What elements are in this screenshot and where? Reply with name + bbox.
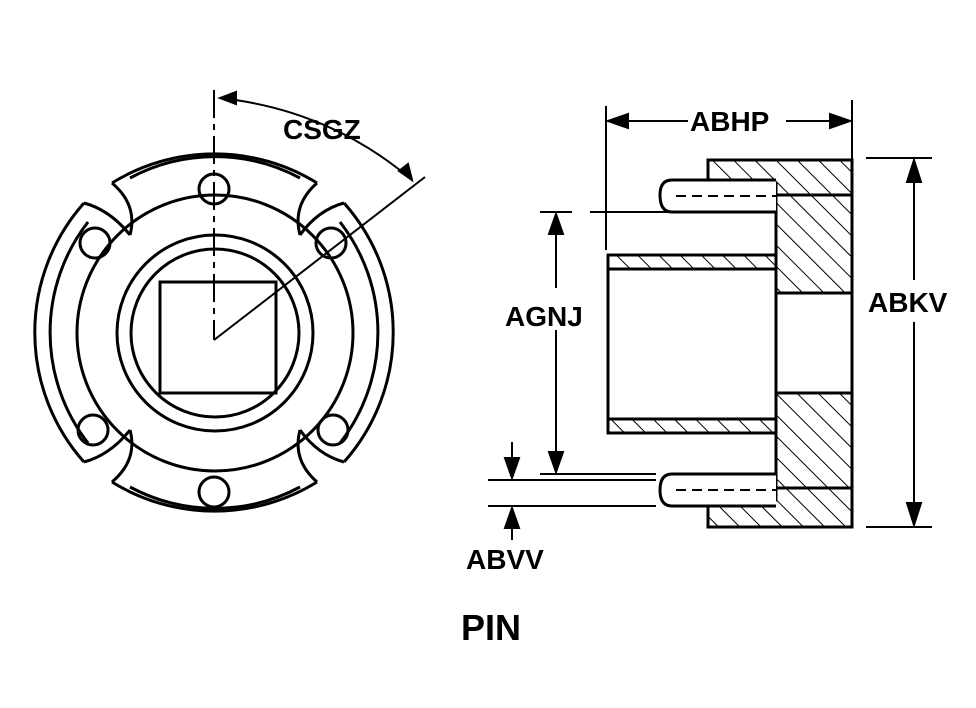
label-abhp: ABHP [690,106,769,137]
hub-wall-top [606,253,778,271]
flange-notches [83,181,345,484]
dimension-abvv [488,442,656,540]
dimension-agnj [540,210,668,476]
pin-bottom [658,472,776,508]
label-abkv: ABKV [868,287,948,318]
side-section-view [606,158,854,529]
label-abvv: ABVV [466,544,544,575]
hub-wall-bottom [606,417,778,435]
square-bore [158,280,278,395]
angle-dimension-csgz [213,90,426,341]
pin-top [658,178,776,214]
drawing-title: PIN [461,607,521,648]
front-view [33,152,395,513]
pin-hole-upper-right [314,226,348,260]
label-csgz: CSGZ [283,114,361,145]
dimension-abkv [866,156,932,529]
pin-hole-lower-left [76,413,110,447]
pin-hole-bottom [197,475,231,509]
pin-hole-lower-right [316,413,350,447]
label-agnj: AGNJ [505,301,583,332]
dimension-abhp [604,100,854,250]
section-bore-gap [774,291,854,395]
hub-boss [606,253,778,435]
pin-hole-upper-left [78,226,112,260]
